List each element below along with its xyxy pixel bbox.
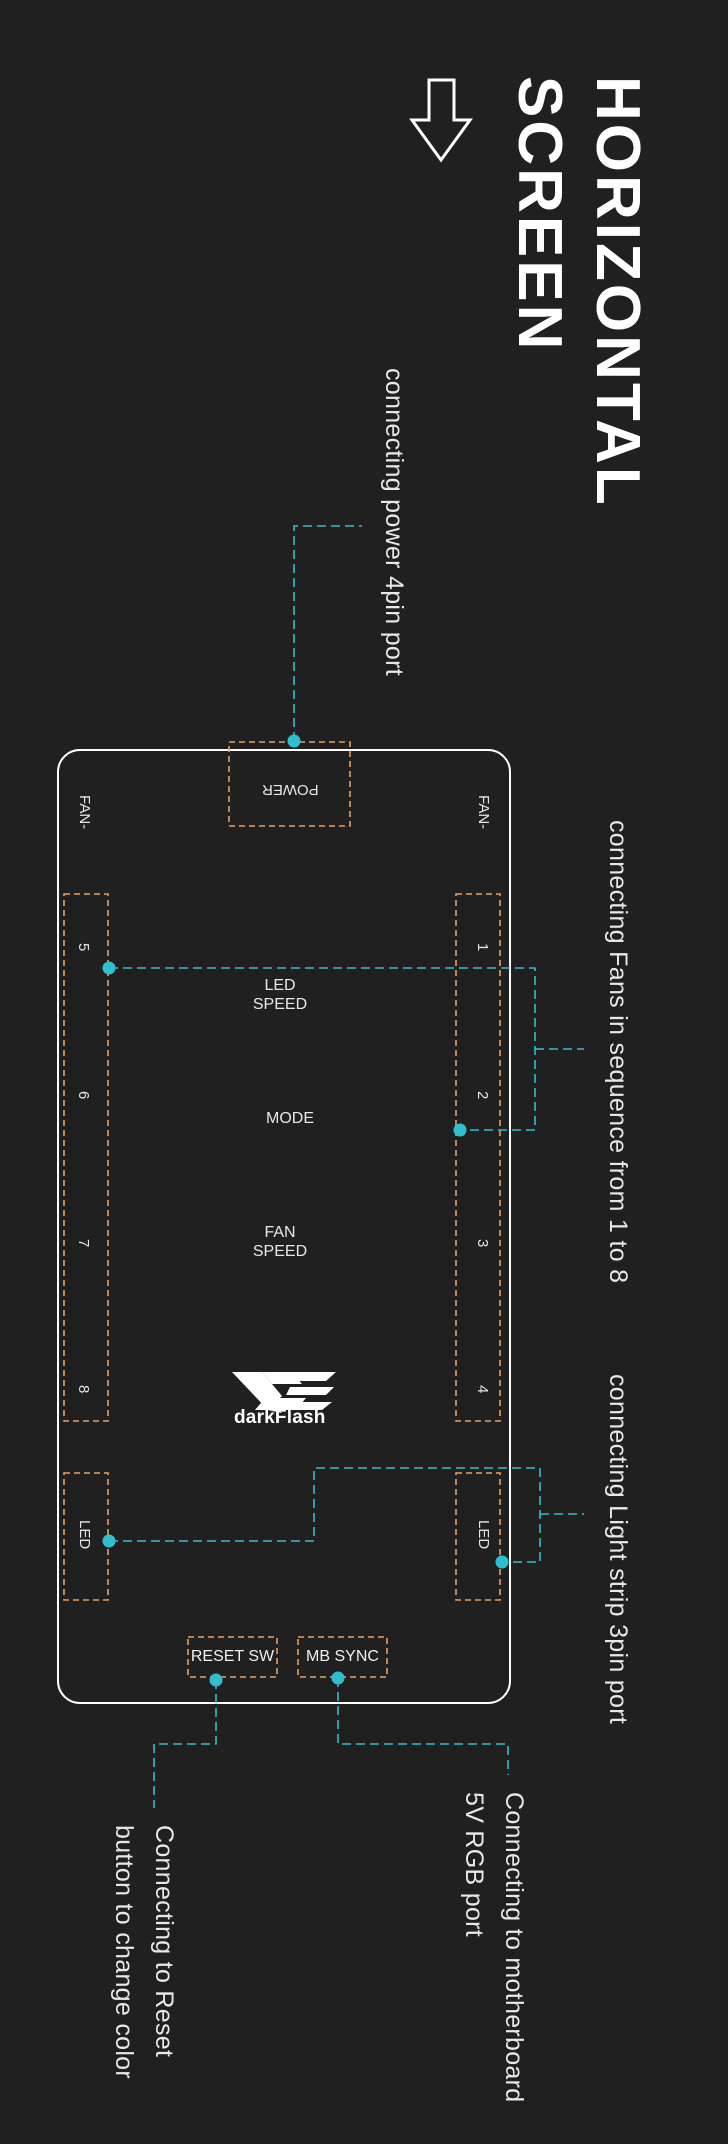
led-left-connector-dot — [102, 1534, 116, 1548]
down-arrow-icon — [409, 78, 473, 163]
fan-port-3-label: 3 — [474, 1239, 491, 1248]
reset-annotation-line-1: Connecting to Reset — [150, 1825, 178, 2058]
led-port-left-label: LED — [76, 1520, 93, 1550]
fan-ports-right-box — [455, 893, 501, 1422]
power-port-label: POWER — [262, 781, 319, 798]
fan-port-2-label: 2 — [474, 1091, 491, 1100]
fan-port-7-label: 7 — [75, 1239, 92, 1248]
fan-port-5-label: 5 — [75, 943, 92, 952]
fan-port-6-label: 6 — [75, 1091, 92, 1100]
brand-wordmark: darkFlash — [234, 1407, 326, 1428]
led-port-right-label: LED — [475, 1520, 492, 1550]
fan-speed-line-2: SPEED — [252, 1243, 308, 1260]
reset-sw-label: RESET SW — [190, 1648, 275, 1665]
fan-port-4-label: 4 — [474, 1385, 491, 1394]
motherboard-annotation-line-2: 5V RGB port — [460, 1792, 488, 1938]
reset-sw-box — [187, 1636, 278, 1678]
fan-speed-line-1: FAN — [264, 1224, 296, 1241]
led-port-left-box — [63, 1472, 109, 1601]
fan-leader-line — [109, 967, 584, 1131]
reset-leader-line — [153, 1680, 217, 1808]
mode-button-label: MODE — [266, 1110, 314, 1127]
reset-sw-connector-dot — [209, 1673, 223, 1687]
fan-5-connector-dot — [102, 961, 116, 975]
mb-sync-label: MB SYNC — [306, 1648, 379, 1665]
led-speed-line-2: SPEED — [252, 996, 308, 1013]
light-annotation: connecting Light strip 3pin port — [604, 1374, 632, 1725]
power-connector-dot — [287, 734, 301, 748]
darkflash-logo-mark — [232, 1372, 336, 1413]
mb-sync-leader-line — [337, 1678, 509, 1775]
controller-board — [57, 749, 511, 1704]
fan-port-1-label: 1 — [474, 943, 491, 952]
title-line-1: HORIZONTAL — [583, 76, 652, 508]
motherboard-annotation-line-1: Connecting to motherboard — [500, 1792, 528, 2103]
power-leader-line — [293, 525, 362, 741]
fan-speed-button-label: FAN SPEED — [240, 1223, 320, 1261]
led-speed-line-1: LED — [264, 977, 296, 994]
led-port-right-box — [455, 1472, 501, 1601]
power-annotation: connecting power 4pin port — [380, 368, 408, 676]
fans-annotation: connecting Fans in sequence from 1 to 8 — [604, 820, 632, 1284]
led-right-connector-dot — [495, 1555, 509, 1569]
title-line-2: SCREEN — [505, 76, 574, 353]
light-leader-line — [109, 1467, 584, 1563]
fan-port-8-label: 8 — [75, 1385, 92, 1394]
fan-header-right-label: FAN- — [475, 795, 492, 830]
reset-annotation-line-2: button to change color — [110, 1825, 138, 2079]
reset-annotation: Connecting to Reset button to change col… — [104, 1825, 184, 2079]
motherboard-annotation: Connecting to motherboard 5V RGB port — [454, 1792, 534, 2102]
page-title: HORIZONTAL SCREEN — [505, 76, 652, 508]
fan-2-connector-dot — [453, 1123, 467, 1137]
led-speed-button-label: LED SPEED — [240, 976, 320, 1014]
fan-ports-left-box — [63, 893, 109, 1422]
mb-sync-connector-dot — [331, 1671, 345, 1685]
fan-header-left-label: FAN- — [76, 795, 93, 830]
